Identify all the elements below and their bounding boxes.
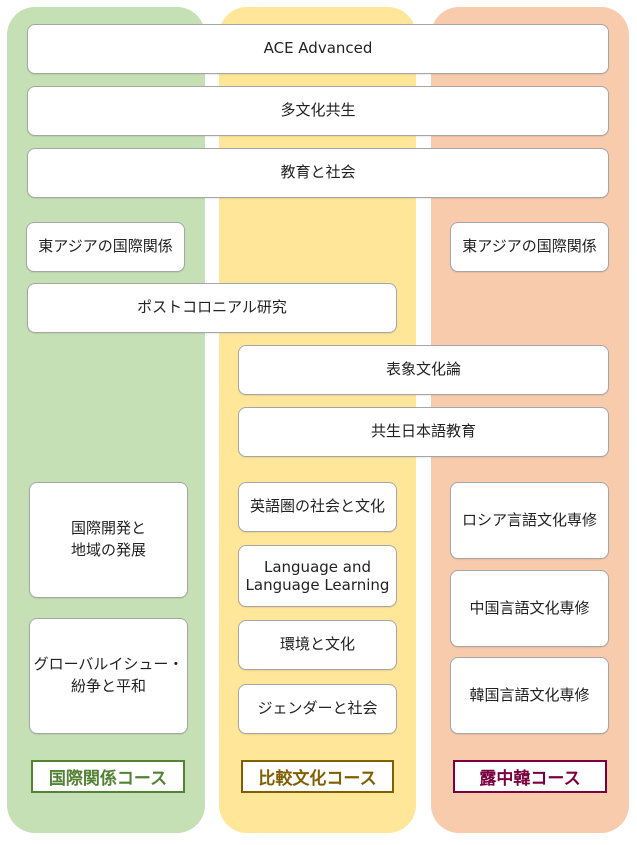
east-asia-relations-box-left: 東アジアの国際関係 xyxy=(26,222,185,272)
multiculturalism-box: 多文化共生 xyxy=(27,86,609,136)
chinese-label: 中国言語文化専修 xyxy=(469,598,590,617)
gender-label: ジェンダーと社会 xyxy=(257,699,378,718)
gender-box: ジェンダーと社会 xyxy=(238,684,397,734)
east-asia-relations-label-left: 東アジアの国際関係 xyxy=(38,237,173,256)
education-society-box: 教育と社会 xyxy=(27,148,609,198)
comparative-course-label: 比較文化コース xyxy=(241,760,394,793)
multiculturalism-label: 多文化共生 xyxy=(280,101,356,120)
development-label: 国際開発と 地域の発展 xyxy=(70,519,146,559)
korean-label: 韓国言語文化専修 xyxy=(469,685,590,704)
postcolonial-studies-box: ポストコロニアル研究 xyxy=(27,283,397,333)
ace-advanced-box: ACE Advanced xyxy=(27,24,609,74)
korean-box: 韓国言語文化専修 xyxy=(450,657,609,734)
language-learning-box: Language and Language Learning xyxy=(238,545,397,607)
environment-label: 環境と文化 xyxy=(279,635,355,654)
development-box: 国際開発と 地域の発展 xyxy=(29,482,188,598)
rck-course-label: 露中韓コース xyxy=(453,760,607,793)
global-issues-box: グローバルイシュー・ 紛争と平和 xyxy=(29,618,188,734)
language-learning-label: Language and Language Learning xyxy=(245,558,390,594)
ace-advanced-label: ACE Advanced xyxy=(263,39,373,58)
japanese-education-box: 共生日本語教育 xyxy=(238,407,609,457)
global-issues-label: グローバルイシュー・ 紛争と平和 xyxy=(33,655,184,695)
english-society-box: 英語圏の社会と文化 xyxy=(238,482,397,532)
representation-culture-box: 表象文化論 xyxy=(238,345,609,395)
education-society-label: 教育と社会 xyxy=(280,163,356,182)
east-asia-relations-label-right: 東アジアの国際関係 xyxy=(462,237,597,256)
chinese-box: 中国言語文化専修 xyxy=(450,570,609,647)
east-asia-relations-box-right: 東アジアの国際関係 xyxy=(450,222,609,272)
english-society-label: 英語圏の社会と文化 xyxy=(249,497,385,516)
japanese-education-label: 共生日本語教育 xyxy=(370,422,476,441)
environment-box: 環境と文化 xyxy=(238,620,397,670)
postcolonial-studies-label: ポストコロニアル研究 xyxy=(137,298,287,317)
russian-box: ロシア言語文化専修 xyxy=(450,482,609,559)
international-course-label: 国際関係コース xyxy=(31,760,185,793)
russian-label: ロシア言語文化専修 xyxy=(461,510,597,529)
representation-culture-label: 表象文化論 xyxy=(385,360,461,379)
